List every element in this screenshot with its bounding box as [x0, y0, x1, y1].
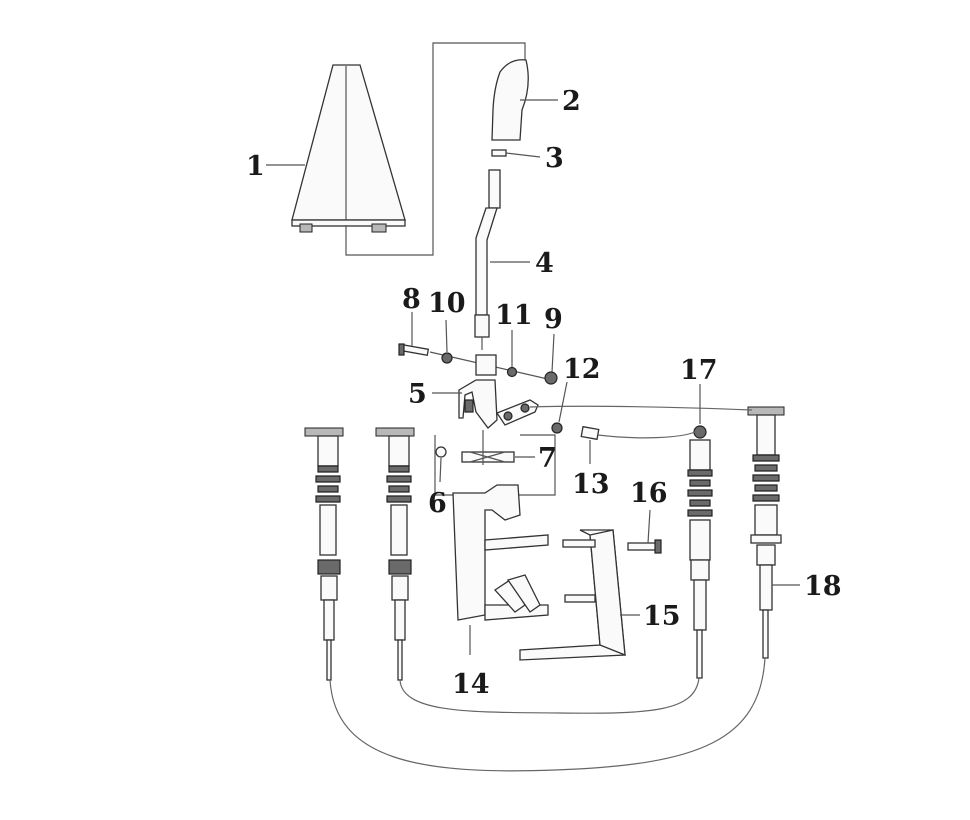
leader-lines: [266, 99, 800, 655]
shift-lever-part: [474, 169, 501, 350]
callout-13: 13: [572, 469, 610, 500]
bolt-16-part: [627, 539, 662, 554]
callout-17: 17: [680, 355, 718, 386]
callout-18: 18: [804, 571, 842, 602]
callout-4: 4: [535, 248, 554, 279]
shaft-7-part: [461, 451, 515, 463]
washer-12-part: [551, 422, 563, 434]
cable-assembly-right-1: [687, 425, 713, 679]
ring-6-part: [435, 446, 447, 458]
boot-to-knob-connector-line: [345, 42, 526, 256]
callout-1: 1: [246, 151, 265, 182]
assembly-guide-lines: [434, 434, 556, 496]
mounting-bracket-part: [452, 484, 549, 621]
callout-7: 7: [538, 443, 557, 474]
callout-5: 5: [408, 379, 427, 410]
clip-part: [491, 149, 507, 157]
cable-link-upper: [529, 405, 753, 411]
cable-assembly-right-2: [747, 406, 785, 659]
cable-route-inner: [399, 677, 700, 714]
pivot-bolt-assembly: [398, 343, 558, 385]
cable-assembly-left-1: [304, 427, 344, 681]
callout-3: 3: [545, 143, 564, 174]
base-plate-part: [519, 529, 626, 661]
cable-route-outer: [329, 657, 766, 772]
cable-assembly-left-2: [375, 427, 415, 681]
callout-9: 9: [544, 304, 563, 335]
callout-6: 6: [428, 488, 447, 519]
callout-12: 12: [563, 354, 601, 385]
pin-13-part: [580, 425, 600, 441]
callout-8: 8: [402, 284, 421, 315]
callout-10: 10: [428, 288, 466, 319]
callout-15: 15: [643, 601, 681, 632]
callout-14: 14: [452, 669, 490, 700]
shift-boot-part: [291, 64, 406, 233]
shift-knob-part: [491, 59, 529, 141]
cable-link-lower: [597, 431, 696, 439]
callout-11: 11: [495, 300, 533, 331]
callout-16: 16: [630, 478, 668, 509]
selector-bracket-part: [458, 379, 539, 429]
callout-2: 2: [562, 86, 581, 117]
